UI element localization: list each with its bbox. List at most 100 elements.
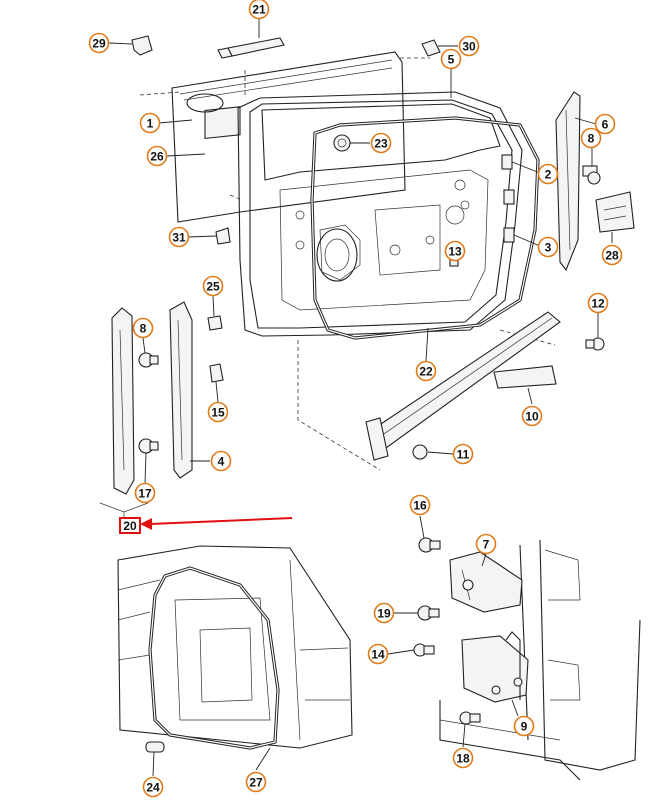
callout-label: 27 [249,776,263,790]
callout-label: 10 [525,410,539,424]
callout-c7[interactable]: 7 [475,533,497,555]
callout-circle [587,292,609,314]
callout-c4[interactable]: 4 [210,450,232,472]
callout-circle [458,35,480,57]
callout-label: 7 [483,538,490,552]
callout-label: 30 [462,40,476,54]
callout-circle [202,275,224,297]
callout-label: 26 [150,150,164,164]
callout-c29[interactable]: 29 [88,32,110,54]
callout-circle [452,443,474,465]
callout-label: 28 [605,249,619,263]
callout-c6[interactable]: 6 [594,113,616,135]
callout-label: 14 [371,648,385,662]
callout-c22[interactable]: 22 [415,360,437,382]
callout-c23[interactable]: 23 [370,132,392,154]
callout-label: 29 [92,37,106,51]
callout-c5[interactable]: 5 [440,48,462,70]
callout-c8b[interactable]: 8 [132,317,154,339]
callout-label: 22 [419,365,433,379]
callout-circle [168,226,190,248]
callout-circle [521,405,543,427]
callout-label: 2 [545,168,552,182]
molding-part-6 [555,91,581,272]
callout-label: 16 [413,499,427,513]
callout-c30[interactable]: 30 [458,35,480,57]
callout-c21[interactable]: 21 [248,0,270,20]
callout-c9[interactable]: 9 [513,715,535,737]
leader-lines [108,18,613,777]
nut-part-11 [412,444,428,460]
callout-c19[interactable]: 19 [373,602,395,624]
callout-c8a[interactable]: 8 [580,127,602,149]
callout-label: 8 [140,322,147,336]
callout-c12[interactable]: 12 [587,292,609,314]
clip-part-29 [131,35,153,56]
callout-c13[interactable]: 13 [444,240,466,262]
callout-c28[interactable]: 28 [601,244,623,266]
adhesive-tube-part [217,37,285,59]
callout-label: 11 [457,448,470,462]
bolt-part-8-left [138,352,159,368]
callout-label: 8 [588,132,595,146]
highlight-arrow [140,517,293,530]
callout-circle [134,482,156,504]
callout-label: 19 [377,607,391,621]
callout-c15[interactable]: 15 [207,401,229,423]
callout-circle [444,240,466,262]
callout-circle [88,32,110,54]
callout-circle [248,0,270,20]
callout-label: 5 [448,53,455,67]
pillar-molding-part-20 [99,307,149,518]
callout-circle [601,244,623,266]
highlight-callout-20[interactable]: 20 [119,517,141,534]
callout-circle [245,771,267,793]
callout-c2[interactable]: 2 [537,163,559,185]
callout-c27[interactable]: 27 [245,771,267,793]
callout-label: 23 [374,137,388,151]
callout-label: 24 [146,781,160,795]
callout-circle [367,643,389,665]
callout-c3[interactable]: 3 [537,236,559,258]
callout-c25[interactable]: 25 [202,275,224,297]
callout-c11[interactable]: 11 [452,443,474,465]
callout-c1[interactable]: 1 [139,112,161,134]
callout-label: 12 [591,297,605,311]
callout-circle [580,127,602,149]
callout-circle [475,533,497,555]
callout-c26[interactable]: 26 [146,145,168,167]
clip-part-30 [421,39,441,57]
callout-c31[interactable]: 31 [168,226,190,248]
callout-circle [415,360,437,382]
callout-circle [373,602,395,624]
callout-c16[interactable]: 16 [409,494,431,516]
callout-label: 9 [521,720,528,734]
callout-c14[interactable]: 14 [367,643,389,665]
callout-c18[interactable]: 18 [452,747,474,769]
molding-part-4 [169,301,193,479]
callout-circle [513,715,535,737]
callout-c24[interactable]: 24 [142,776,164,798]
callout-c10[interactable]: 10 [521,405,543,427]
door-assembly [139,51,556,471]
callout-circle [146,145,168,167]
clip-part-31 [215,227,231,245]
check-strap-part-28 [595,191,635,233]
callout-label: 25 [206,280,220,294]
callout-circle [142,776,164,798]
bolt-part-8-top [582,165,601,185]
highlight-label: 20 [123,519,137,533]
callout-c17[interactable]: 17 [134,482,156,504]
clip-part-25 [207,315,223,331]
callout-circle [537,163,559,185]
callout-circle [370,132,392,154]
bolt-part-12 [585,337,605,351]
callout-circle [594,113,616,135]
callout-label: 4 [218,455,225,469]
hinge-plates-door [501,154,515,243]
callout-circle [452,747,474,769]
callout-label: 13 [448,245,462,259]
callout-circle [537,236,559,258]
